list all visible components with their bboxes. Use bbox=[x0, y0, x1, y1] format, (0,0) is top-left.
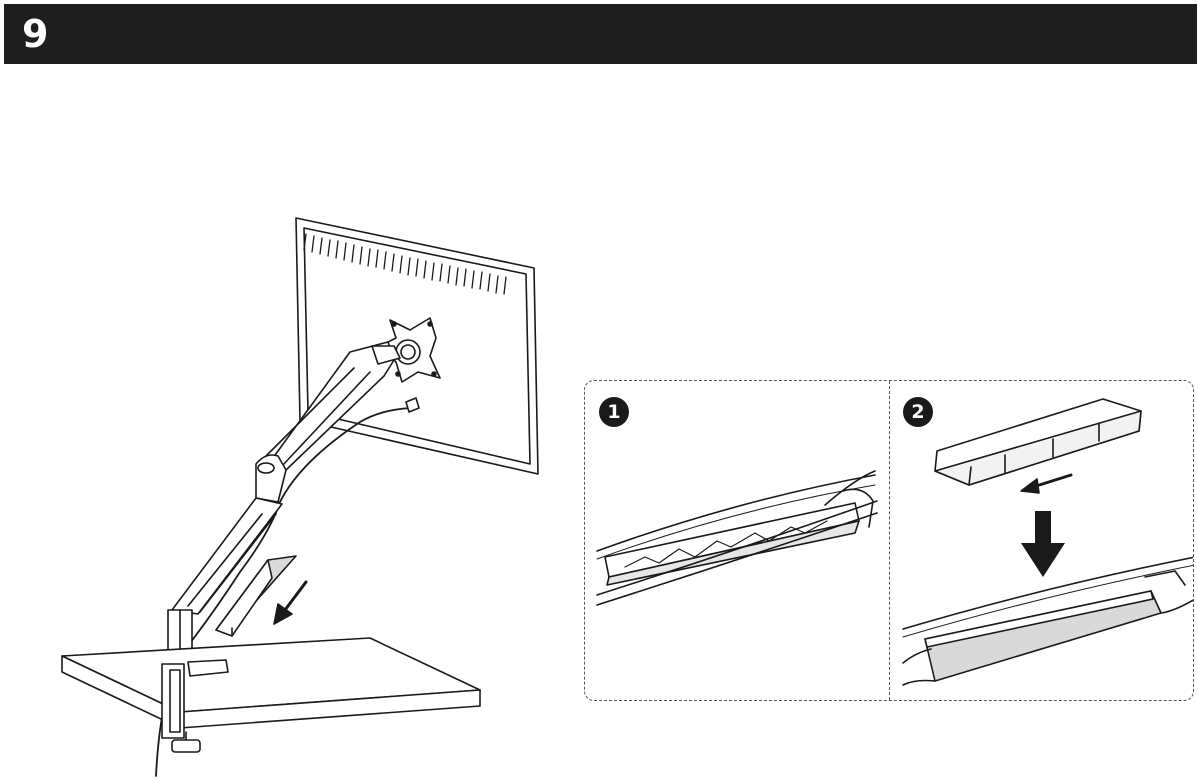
down-arrow-icon bbox=[1021, 511, 1065, 577]
clamp-icon bbox=[161, 659, 229, 753]
step-1-channel-icon bbox=[596, 470, 878, 606]
step-number: 9 bbox=[22, 12, 49, 56]
panel-divider bbox=[889, 381, 890, 700]
upper-arm-icon bbox=[265, 341, 401, 471]
left-arrow-icon bbox=[1020, 473, 1073, 494]
desk-icon bbox=[61, 637, 481, 729]
vesa-plate-icon bbox=[379, 317, 441, 383]
callout-step-1: 1 bbox=[599, 397, 629, 427]
callout-step-2: 2 bbox=[903, 397, 933, 427]
detail-illustrations bbox=[596, 398, 1193, 686]
elbow-joint-icon bbox=[255, 454, 287, 503]
detail-panel: 1 2 bbox=[584, 380, 1194, 701]
step-2-installed-cover-icon bbox=[902, 556, 1193, 686]
cable-cover-icon bbox=[215, 555, 297, 637]
step-header: 9 bbox=[4, 4, 1197, 64]
monitor-arm-illustration bbox=[61, 217, 539, 777]
lower-arm-icon bbox=[171, 497, 283, 615]
step-2-cover-icon bbox=[934, 398, 1142, 486]
down-left-arrow-icon bbox=[273, 580, 308, 625]
